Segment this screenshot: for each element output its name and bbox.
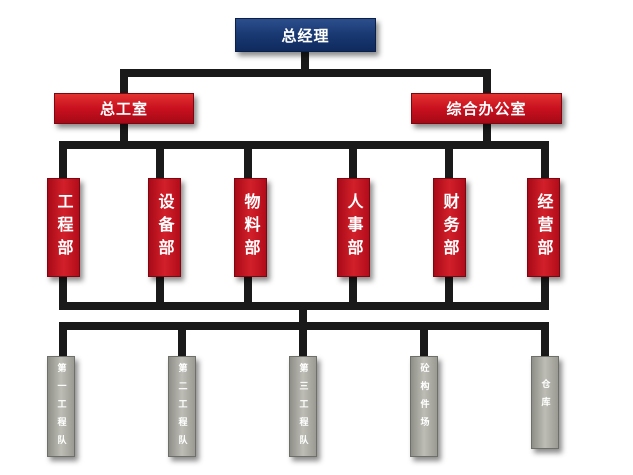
node-dept-equipment: 设备部 (148, 178, 181, 277)
node-unit-team-2: 第二工程队 (168, 356, 196, 457)
node-unit-precast-yard: 砼构件场 (410, 356, 438, 457)
node-dept-finance: 财务部 (433, 178, 466, 277)
node-unit-team-1: 第一工程队 (47, 356, 75, 457)
node-unit-warehouse: 仓库 (531, 356, 559, 449)
node-unit-team-3: 第三工程队 (289, 356, 317, 457)
node-dept-materials: 物料部 (234, 178, 267, 277)
node-chief-engineer-office: 总工室 (54, 93, 194, 124)
node-general-manager: 总经理 (235, 18, 376, 52)
node-dept-hr: 人事部 (337, 178, 370, 277)
node-dept-business: 经营部 (527, 178, 560, 277)
node-dept-engineering: 工程部 (47, 178, 80, 277)
node-general-office: 综合办公室 (411, 93, 562, 124)
